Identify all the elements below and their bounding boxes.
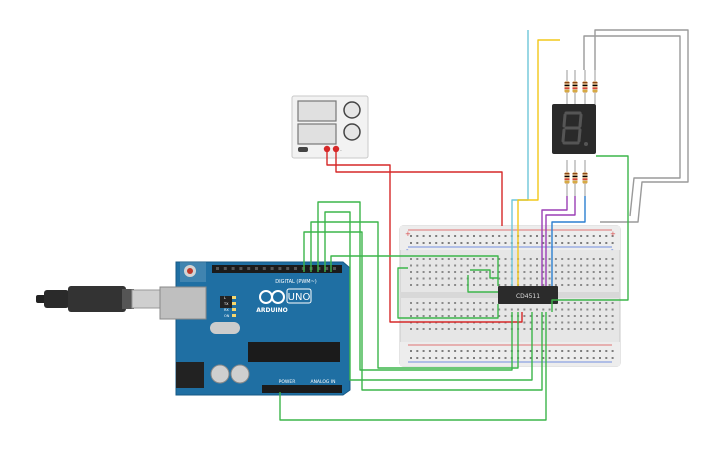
segment-digit-icon [561, 111, 583, 145]
wire-17[interactable] [467, 275, 498, 293]
led-label: ON [224, 314, 230, 318]
digital-header[interactable] [212, 265, 342, 273]
voltage-knob-icon[interactable] [343, 101, 361, 119]
led-label: TX [223, 302, 229, 306]
wire-14[interactable] [330, 255, 499, 286]
wire-6[interactable] [551, 196, 586, 286]
arduino-model-label: UNO [288, 292, 311, 303]
capacitor-icon [210, 364, 230, 384]
wire-5[interactable] [545, 196, 576, 286]
wire-3[interactable] [517, 39, 560, 286]
decimal-point-icon [584, 142, 588, 146]
wires[interactable] [279, 29, 689, 421]
wire-4[interactable] [541, 196, 568, 286]
rail-minus-label: - [406, 246, 409, 254]
wire-12[interactable] [310, 221, 519, 369]
atmega-chip [248, 342, 340, 362]
supply-minus-label: - [340, 148, 342, 154]
digital-pwm-label: DIGITAL (PWM~) [275, 279, 317, 285]
wire-1[interactable] [335, 149, 503, 226]
wire-9[interactable] [551, 155, 629, 312]
arduino-logo: ARDUINO [256, 290, 288, 314]
usb-port[interactable] [159, 286, 207, 320]
wire-10[interactable] [317, 201, 513, 371]
arduino-uno-board[interactable]: ARDUINO UNO DIGITAL (PWM~) POWER ANALOG … [159, 261, 351, 396]
analog-section-label: ANALOG IN [310, 379, 335, 385]
rail-minus-label-right: - [611, 246, 614, 254]
wire-7[interactable] [594, 29, 689, 223]
led-label: L [224, 296, 226, 300]
usb-chip-icon [220, 296, 232, 308]
arduino-brand-label: ARDUINO [256, 307, 287, 314]
wire-18[interactable] [470, 269, 498, 279]
wire-15[interactable] [279, 312, 547, 421]
cd4511-chip[interactable]: CD4511 [498, 286, 558, 304]
crystal-icon [210, 322, 240, 334]
power-jack[interactable] [176, 362, 204, 388]
resistors-top[interactable] [564, 70, 598, 104]
wire-16[interactable] [397, 267, 499, 319]
resistors-bottom[interactable] [564, 160, 588, 196]
power-switch[interactable] [298, 147, 308, 152]
wire-8[interactable] [583, 35, 681, 217]
power-header[interactable] [262, 385, 314, 393]
wire-0[interactable] [326, 149, 523, 323]
capacitor-icon-2 [230, 364, 250, 384]
rail-plus-label-right: + [610, 230, 616, 238]
chip-label: CD4511 [516, 293, 540, 300]
power-section-label: POWER [279, 379, 296, 385]
seven-segment-display[interactable] [552, 104, 596, 154]
power-supply[interactable]: - [291, 95, 369, 159]
analog-header[interactable] [302, 385, 342, 393]
led-label: RX [224, 308, 229, 312]
usb-cable[interactable] [36, 286, 181, 312]
wire-13[interactable] [303, 231, 543, 391]
current-knob-icon[interactable] [343, 123, 361, 141]
rail-plus-label: + [405, 230, 411, 238]
